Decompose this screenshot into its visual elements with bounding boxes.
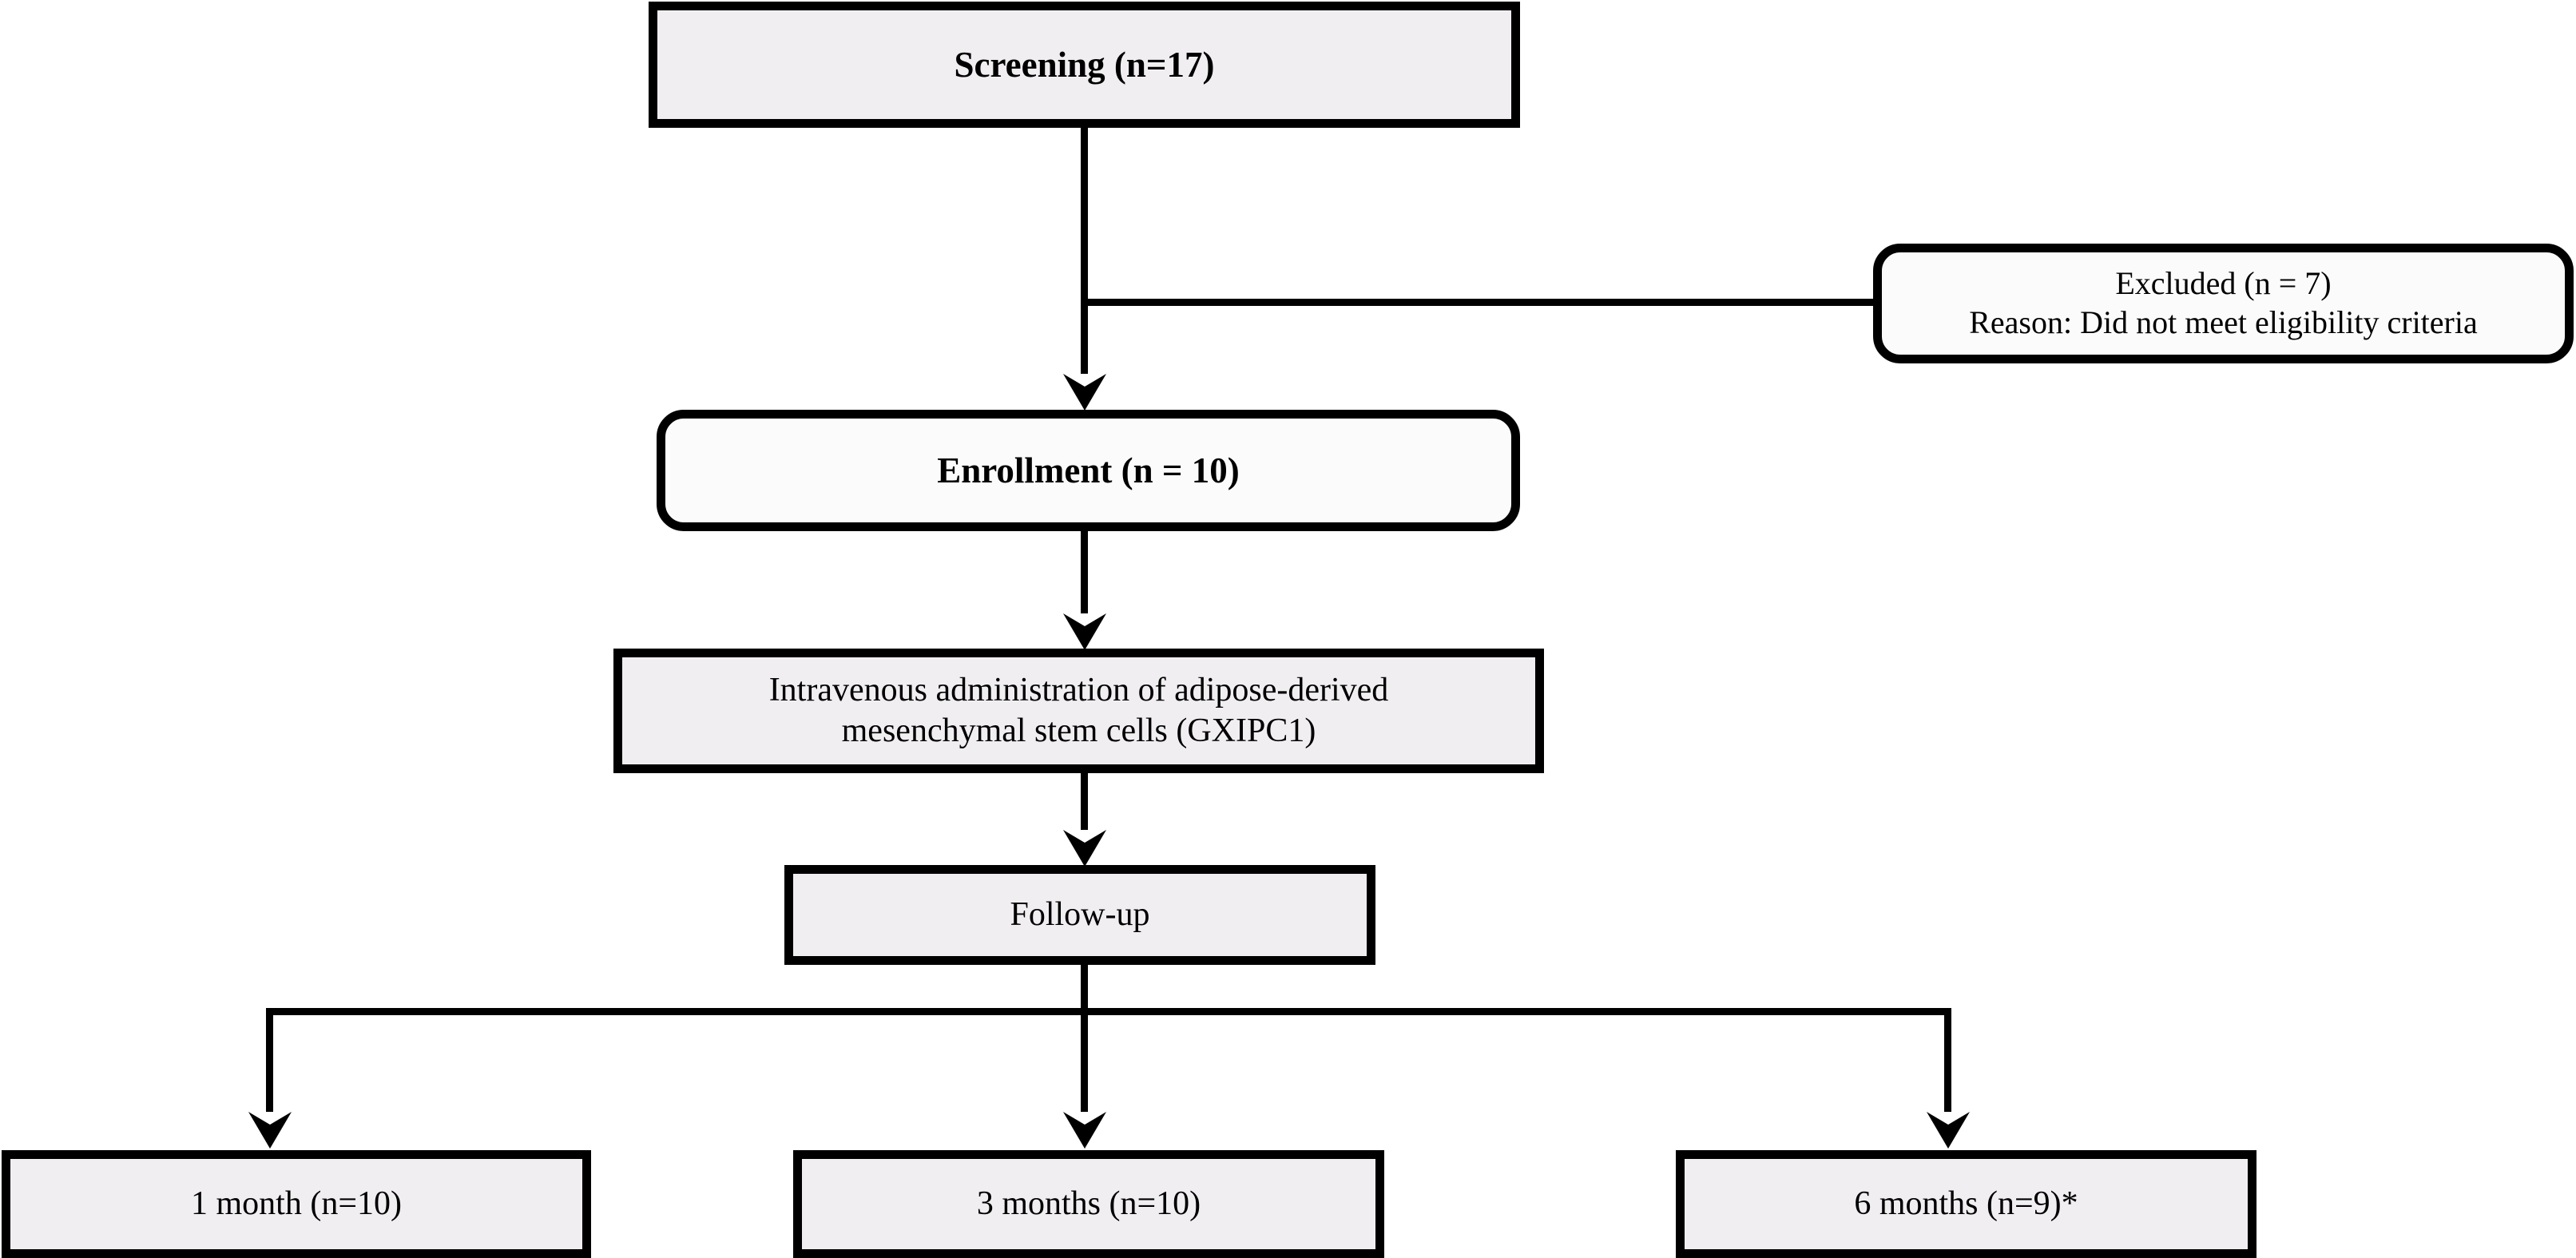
node-enrollment: Enrollment (n = 10) (657, 410, 1520, 531)
edge-followup-to-6-months-line (1944, 1008, 1951, 1126)
node-intervention: Intravenous administration of adipose-de… (613, 649, 1544, 773)
edge-followup-to-6-months-arrowhead (1927, 1112, 1970, 1149)
node-timepoint-1-month-label: 1 month (n=10) (191, 1185, 402, 1222)
edge-screening-to-excluded-line (1081, 299, 1876, 306)
node-excluded-line1: Excluded (n = 7) (2115, 265, 2332, 302)
edge-enrollment-to-intervention-line (1081, 531, 1088, 615)
node-intervention-line2: mesenchymal stem cells (GXIPC1) (841, 712, 1316, 749)
edge-followup-to-1-month-line (266, 1008, 273, 1126)
edge-intervention-to-followup-line (1081, 773, 1088, 831)
node-timepoint-6-months-label: 6 months (n=9)* (1854, 1185, 2078, 1222)
node-intervention-text: Intravenous administration of adipose-de… (769, 670, 1389, 752)
node-excluded-text: Excluded (n = 7) Reason: Did not meet el… (1969, 264, 2478, 343)
edge-followup-to-3-months-arrowhead (1063, 1112, 1106, 1149)
node-followup-label: Follow-up (1010, 895, 1150, 933)
edge-screening-to-enrollment-arrowhead (1063, 374, 1106, 411)
edge-enrollment-to-intervention-arrowhead (1063, 613, 1106, 650)
node-intervention-line1: Intravenous administration of adipose-de… (768, 671, 1389, 708)
edge-screening-to-enrollment-line (1081, 128, 1088, 375)
node-screening-label: Screening (n=17) (954, 44, 1215, 85)
node-excluded: Excluded (n = 7) Reason: Did not meet el… (1873, 244, 2574, 363)
node-timepoint-1-month: 1 month (n=10) (2, 1150, 591, 1258)
node-timepoint-6-months: 6 months (n=9)* (1676, 1150, 2256, 1258)
edge-followup-trunk-line (1081, 965, 1088, 1014)
edge-followup-to-1-month-arrowhead (248, 1112, 292, 1149)
edge-followup-to-3-months-line (1081, 1008, 1088, 1126)
node-followup: Follow-up (784, 865, 1375, 965)
node-timepoint-3-months: 3 months (n=10) (793, 1150, 1384, 1258)
node-excluded-line2: Reason: Did not meet eligibility criteri… (1969, 304, 2478, 340)
edge-followup-split-bus (266, 1008, 1951, 1015)
node-screening: Screening (n=17) (649, 2, 1520, 128)
node-enrollment-label: Enrollment (n = 10) (937, 450, 1240, 490)
node-timepoint-3-months-label: 3 months (n=10) (976, 1185, 1201, 1222)
edge-intervention-to-followup-arrowhead (1063, 830, 1106, 867)
